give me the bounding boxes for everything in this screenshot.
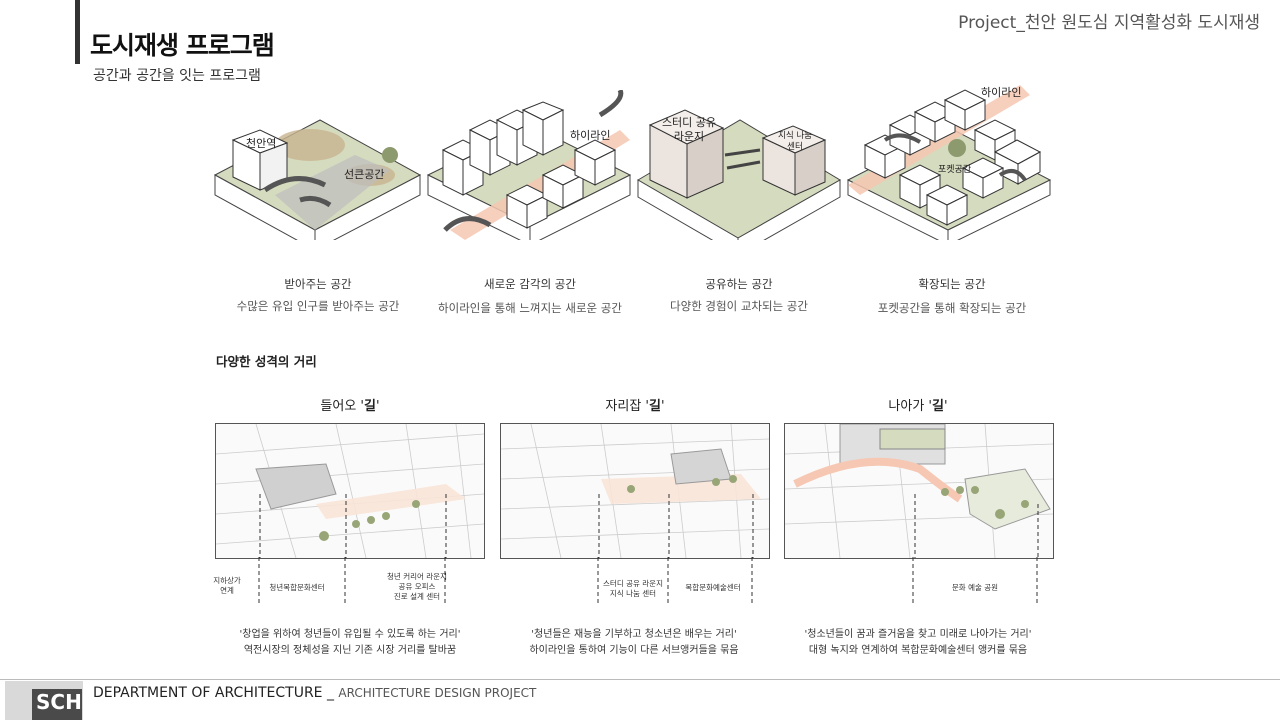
tick-label-youth-culture: 청년복합문화센터	[269, 583, 325, 592]
street-map-1	[215, 423, 485, 559]
project-name: Project_천안 원도심 지역활성화 도시재생	[958, 13, 1260, 33]
street-quote-1: '창업을 위하여 청년들이 유입될 수 있도록 하는 거리' 역전시장의 정체성…	[215, 627, 485, 659]
quote-2-line-2: 하이라인을 통하여 기능이 다른 서브앵커들을 묶음	[529, 645, 739, 656]
footer-dept-label: DEPARTMENT OF ARCHITECTURE _	[93, 685, 339, 701]
tick-label-career-lounge: 청년 커리어 라운지 공유 오피스 진로 설계 센터	[377, 572, 457, 601]
tick-label-study-lounge: 스터디 공유 라운지 지식 나눔 센터	[598, 579, 668, 599]
street-title-3-prefix: 나아가 '	[888, 399, 933, 414]
street-title-3: 나아가 '길'	[818, 395, 1018, 414]
page-title: 도시재생 프로그램	[90, 31, 275, 60]
street-map-3	[784, 423, 1054, 559]
tick-career-3: 진로 설계 센터	[393, 591, 441, 601]
street-title-3-bold: 길	[932, 399, 944, 414]
label-center: 센터	[787, 142, 803, 153]
quote-2-line-1: '청년들은 재능을 기부하고 청소년은 배우는 거리'	[531, 629, 737, 640]
tick-underground-2: 연계	[220, 585, 234, 595]
street-title-2: 자리잡 '길'	[535, 395, 735, 414]
label-lounge: 라운지	[673, 129, 705, 143]
caption-desc-3: 다양한 경험이 교차되는 공간	[670, 299, 808, 313]
school-logo: SCH	[36, 690, 82, 714]
street-title-2-bold: 길	[649, 399, 661, 414]
quote-3-line-1: '청소년들이 꿈과 즐거움을 찾고 미래로 나아가는 거리'	[804, 629, 1032, 640]
page-subtitle: 공간과 공간을 잇는 프로그램	[93, 68, 261, 84]
street-quote-3: '청소년들이 꿈과 즐거움을 찾고 미래로 나아가는 거리' 대형 녹지와 연계…	[778, 627, 1058, 659]
diagram-expanding-space	[846, 85, 1052, 240]
street-map-2	[500, 423, 770, 559]
caption-title-3: 공유하는 공간	[705, 277, 773, 291]
diagram-label-station: 천안역	[246, 137, 277, 150]
quote-1-line-1: '창업을 위하여 청년들이 유입될 수 있도록 하는 거리'	[239, 629, 461, 640]
caption-title-2: 새로운 감각의 공간	[484, 277, 576, 291]
diagram-label-sunken: 선큰공간	[344, 168, 385, 181]
tick-lines	[258, 557, 1038, 605]
label-study: 스터디 공유	[661, 116, 717, 129]
street-title-3-suffix: '	[943, 399, 948, 414]
tick-label-arts-center: 복합문화예술센터	[685, 583, 741, 592]
quote-3-line-2: 대형 녹지와 연계하여 복합문화예술센터 앵커를 묶음	[808, 645, 1028, 656]
caption-title-4: 확장되는 공간	[918, 277, 986, 291]
footer-department: DEPARTMENT OF ARCHITECTURE _ ARCHITECTUR…	[93, 685, 536, 701]
diagram-label-highline: 하이라인	[570, 129, 611, 142]
caption-title-1: 받아주는 공간	[284, 277, 352, 291]
diagram-label-highline-2: 하이라인	[981, 86, 1022, 99]
diagram-label-study-lounge: 스터디 공유 라운지	[654, 116, 724, 144]
title-accent-bar	[75, 0, 80, 64]
quote-1-line-2: 역전시장의 정체성을 지닌 기존 시장 거리를 탈바꿈	[243, 645, 457, 656]
street-title-1-suffix: '	[375, 399, 380, 414]
caption-desc-1: 수많은 유입 인구를 받아주는 공간	[236, 299, 400, 313]
tick-study-1: 스터디 공유 라운지	[603, 579, 663, 588]
street-quote-2: '청년들은 재능을 기부하고 청소년은 배우는 거리' 하이라인을 통하여 기능…	[500, 627, 768, 659]
street-title-2-prefix: 자리잡 '	[605, 399, 650, 414]
street-title-1-bold: 길	[364, 399, 376, 414]
tick-study-2: 지식 나눔 센터	[609, 588, 657, 598]
diagram-new-sense-space	[426, 90, 632, 240]
caption-desc-4: 포켓공간을 통해 확장되는 공간	[877, 301, 1027, 315]
tick-label-underground: 지하상가 연계	[212, 576, 242, 596]
tick-career-1: 청년 커리어 라운지	[387, 572, 447, 581]
street-title-1: 들어오 '길'	[250, 395, 450, 414]
diagram-receiving-space	[213, 119, 422, 240]
street-title-2-suffix: '	[660, 399, 665, 414]
logo-block	[32, 689, 82, 720]
diagram-label-pocket: 포켓공간	[938, 165, 972, 175]
label-knowledge: 지식 나눔	[778, 131, 812, 141]
diagram-sharing-space	[637, 109, 841, 240]
section-title: 다양한 성격의 거리	[216, 354, 317, 369]
footer-project-label: ARCHITECTURE DESIGN PROJECT	[338, 686, 537, 700]
tick-underground-1: 지하상가	[213, 576, 241, 585]
tick-label-art-park: 문화 예술 공원	[951, 583, 999, 592]
diagram-label-knowledge-center: 지식 나눔 센터	[765, 131, 825, 153]
tick-career-2: 공유 오피스	[398, 581, 436, 591]
street-title-1-prefix: 들어오 '	[320, 399, 365, 414]
footer-divider	[0, 679, 1280, 680]
caption-desc-2: 하이라인을 통해 느껴지는 새로운 공간	[438, 301, 622, 315]
